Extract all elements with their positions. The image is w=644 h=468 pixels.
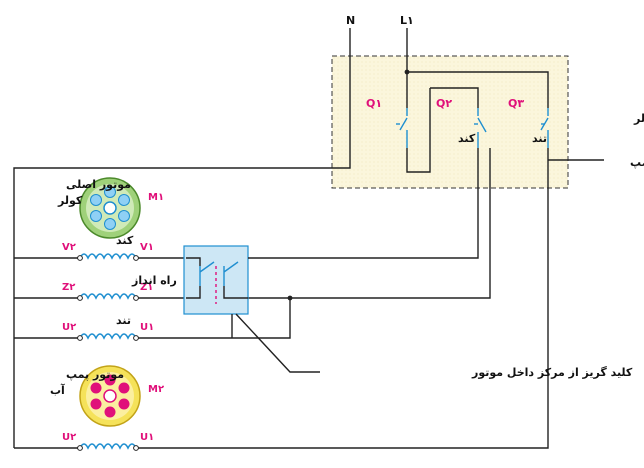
main-motor-label-1: موتور اصلی [66, 178, 131, 191]
neutral-label: N [346, 14, 355, 27]
u1-label: U۱ [140, 322, 154, 333]
winding-fast [14, 295, 293, 341]
q2-slow-label: کند [458, 132, 476, 145]
pump-wire [176, 148, 549, 449]
main-motor-label-2: کولر [57, 194, 83, 207]
winding-slow [14, 253, 186, 261]
pump-motor-symbol [79, 365, 141, 427]
winding-start [14, 293, 186, 301]
fast-winding-label: تند [116, 314, 131, 327]
q1-loop [406, 88, 431, 173]
pump-motor-label-2: آب [50, 383, 65, 397]
main-motor-symbol [79, 177, 141, 239]
pump-u1-label: U۱ [140, 432, 154, 443]
line-wire [406, 28, 549, 108]
centrifugal-switch-label: کلید گریز از مرکز داخل موتور [471, 366, 633, 379]
line-label: L۱ [400, 14, 414, 27]
pump-u2-label: U۲ [62, 432, 76, 443]
q3-fast-label: تند [532, 132, 547, 145]
v1-label: V۱ [140, 242, 154, 253]
q1-label: Q۱ [366, 97, 382, 110]
z1-label: Z۱ [140, 282, 153, 293]
start-wire [236, 148, 491, 299]
u2-label: U۲ [62, 322, 76, 333]
start-winding-label: راه انداز [131, 274, 177, 287]
pump-motor-label-1: موتور پمپ [66, 368, 124, 381]
contact-q1 [396, 108, 408, 148]
z2-label: Z۲ [62, 282, 75, 293]
slow-wire [312, 148, 479, 259]
pump-winding [14, 443, 176, 451]
switch-box-label: کلید کولر [633, 112, 644, 125]
neutral-wire [13, 28, 351, 448]
leader-line [235, 313, 320, 373]
contact-q3 [540, 108, 549, 148]
pump-label: پمپ [630, 156, 644, 169]
centrifugal-switch [183, 245, 312, 315]
q3-label: Q۳ [508, 97, 524, 110]
v2-label: V۲ [62, 242, 76, 253]
cooler-switch-box [331, 55, 569, 189]
main-motor-id: M۱ [148, 192, 164, 203]
contact-q2 [474, 108, 487, 148]
q2-feed [430, 87, 479, 108]
pump-motor-id: M۲ [148, 384, 164, 395]
q2-label: Q۲ [436, 97, 452, 110]
slow-winding-label: کند [116, 234, 134, 247]
